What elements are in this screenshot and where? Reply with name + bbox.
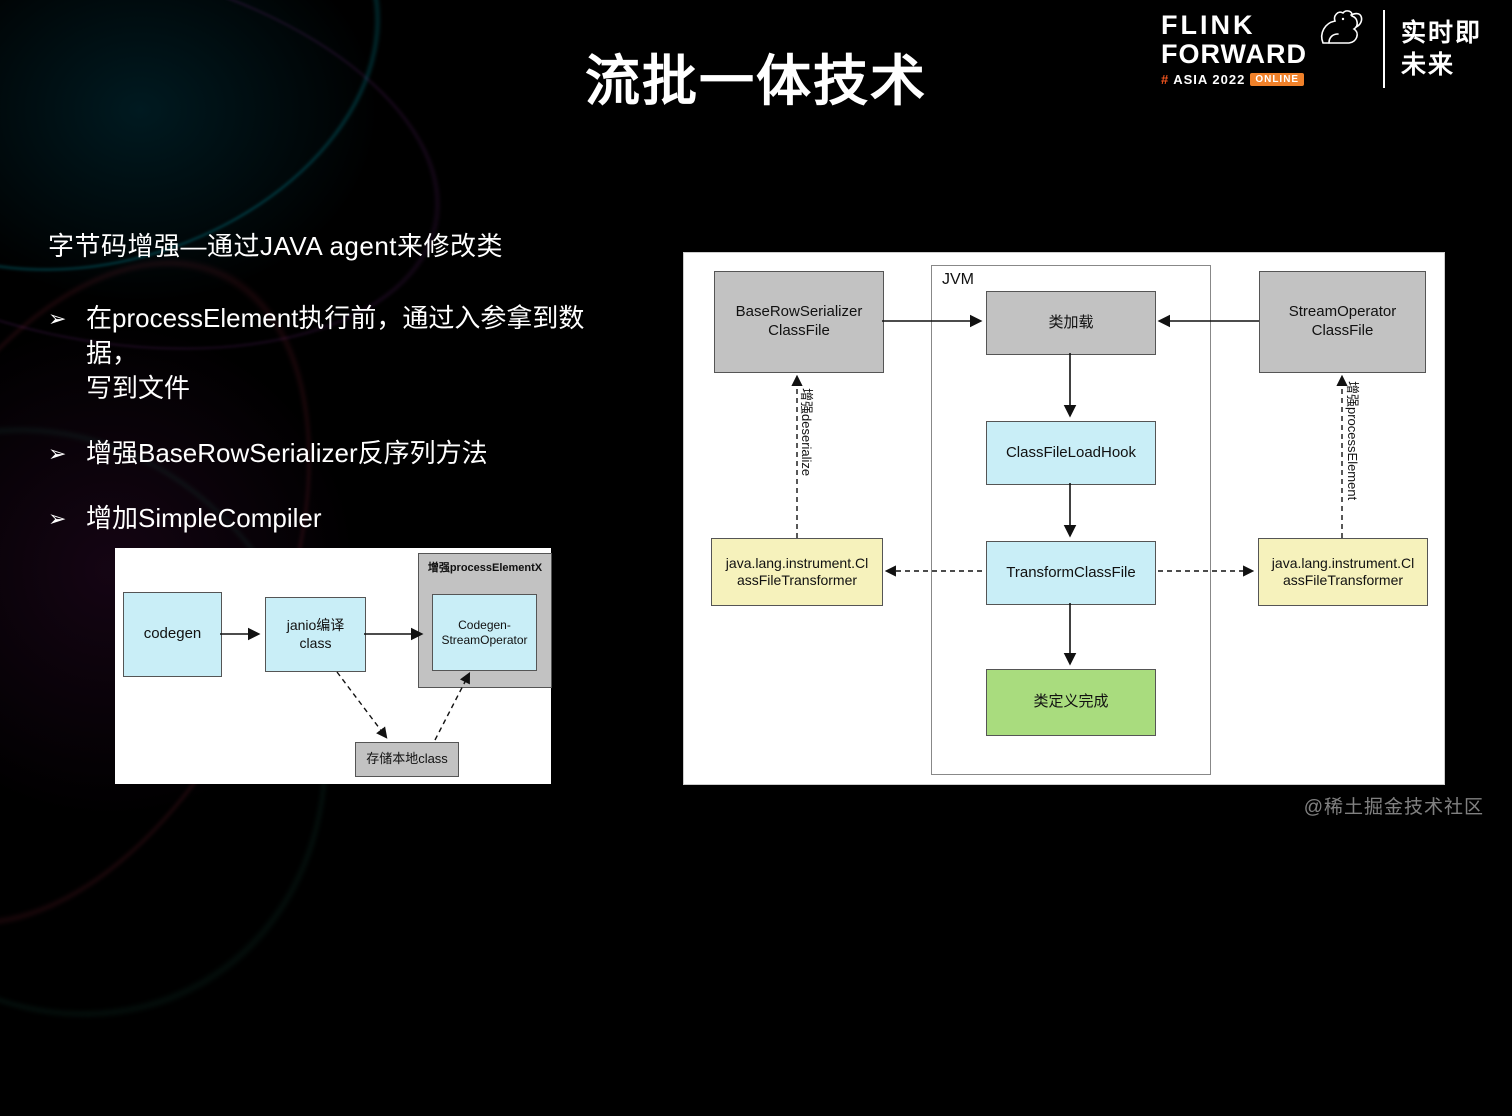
baserowserializer-classfile-box: BaseRowSerializer ClassFile — [714, 271, 884, 373]
section-heading: 字节码增强—通过JAVA agent来修改类 — [48, 231, 504, 261]
classfiletransformer-left-box: java.lang.instrument.Cl assFileTransform… — [711, 538, 883, 606]
tagline-line2: 未来 — [1400, 51, 1455, 79]
logo-online-badge: ONLINE — [1250, 72, 1305, 86]
logo-flink-text: FLINK — [1160, 10, 1256, 41]
logo-divider — [1382, 10, 1385, 88]
codegen-diagram: codegen janio编译 class 增强processElementX … — [115, 548, 552, 784]
logo-asia-2022: ASIA 2022 — [1173, 71, 1246, 87]
enhance-deserialize-label: 增强deserialize — [799, 388, 814, 477]
slide-title: 流批一体技术 — [584, 50, 927, 112]
bullet-item: ➢ 增强BaseRowSerializer反序列方法 — [48, 436, 688, 471]
bullet-item: ➢ 在processElement执行前，通过入参拿到数 据， 写到文件 — [48, 301, 688, 406]
class-definition-done-box: 类定义完成 — [986, 669, 1156, 736]
content-block: 字节码增强—通过JAVA agent来修改类 ➢ 在processElement… — [48, 226, 688, 566]
tagline-line1: 实时即 — [1400, 18, 1482, 47]
jvm-diagram: JVM BaseRowSerializer ClassFile 类加载 Stre… — [683, 252, 1445, 785]
classfileloadhook-box: ClassFileLoadHook — [986, 421, 1156, 485]
bullet-text: 在processElement执行前，通过入参拿到数 据， 写到文件 — [86, 303, 585, 404]
bullet-arrow-icon: ➢ — [48, 441, 67, 467]
flink-forward-logo: FLINK FORWARD # ASIA 2022 ONLINE 实时即 未来 — [1161, 10, 1482, 88]
janio-compile-class-box: janio编译 class — [265, 597, 366, 672]
bullet-arrow-icon: ➢ — [48, 506, 67, 532]
logo-forward-text: FORWARD — [1160, 38, 1307, 69]
enhance-processelement-label: 增强processElement — [1345, 381, 1360, 501]
watermark: @稀土掘金技术社区 — [1303, 797, 1484, 818]
classfiletransformer-right-box: java.lang.instrument.Cl assFileTransform… — [1258, 538, 1428, 606]
streamoperator-classfile-box: StreamOperator ClassFile — [1259, 271, 1426, 373]
bullet-item: ➢ 增加SimpleCompiler — [48, 501, 688, 536]
jvm-label: JVM — [942, 271, 974, 288]
store-local-class-box: 存储本地class — [355, 742, 459, 777]
codegen-streamoperator-box: Codegen- StreamOperator — [432, 594, 537, 671]
logo-text-block: FLINK FORWARD # ASIA 2022 ONLINE — [1160, 10, 1367, 87]
bullet-arrow-icon: ➢ — [48, 306, 67, 331]
enhance-processelementx-wrapper: 增强processElementX Codegen- StreamOperato… — [418, 553, 552, 688]
enhance-processelementx-label: 增强processElementX — [427, 562, 543, 574]
logo-subline: # ASIA 2022 ONLINE — [1161, 72, 1307, 87]
bullet-text: 增强BaseRowSerializer反序列方法 — [86, 438, 488, 469]
jvm-frame — [931, 265, 1211, 775]
transformclassfile-box: TransformClassFile — [986, 541, 1156, 605]
bullet-text: 增加SimpleCompiler — [86, 503, 322, 534]
logo-hash: # — [1160, 71, 1169, 87]
codegen-box: codegen — [123, 592, 222, 677]
flink-squirrel-icon — [1320, 10, 1363, 44]
class-load-box: 类加载 — [986, 291, 1156, 355]
logo-tagline: 实时即 未来 — [1401, 17, 1482, 82]
